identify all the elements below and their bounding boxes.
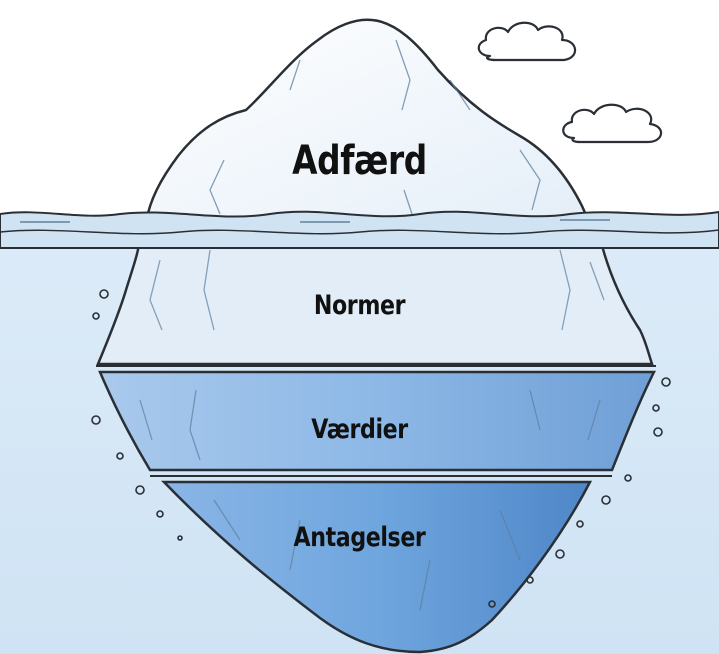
label-behavior: Adfærd <box>65 138 655 184</box>
label-norms: Normer <box>65 290 655 321</box>
water-surface <box>0 212 719 248</box>
cloud-icon <box>563 105 661 142</box>
label-values: Værdier <box>65 414 655 445</box>
label-assumptions: Antagelser <box>65 522 655 553</box>
